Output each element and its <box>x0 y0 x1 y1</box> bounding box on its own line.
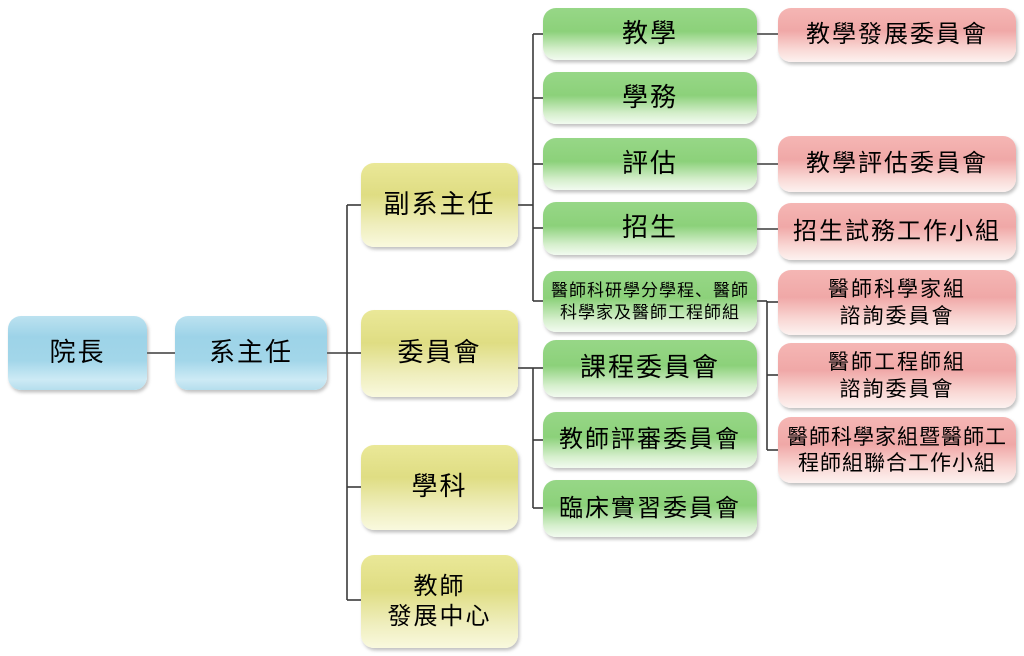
node-physician-engineer-line1: 醫師工程師組 <box>828 350 966 375</box>
node-physician-scientist-line2: 諮詢委員會 <box>839 303 955 328</box>
node-teaching-dev-committee: 教學發展委員會 <box>778 8 1016 62</box>
node-clinical-internship-label: 臨床實習委員會 <box>559 495 741 522</box>
node-physician-scientist-advisory: 醫師科學家組 諮詢委員會 <box>778 270 1016 335</box>
connector-group <box>147 33 778 601</box>
node-teacher-review-label: 教師評審委員會 <box>559 427 741 453</box>
node-admissions-label: 招生 <box>621 213 678 243</box>
node-physician-scientist-line1: 醫師科學家組 <box>828 277 966 302</box>
node-teaching-dev-committee-label: 教學發展委員會 <box>806 22 988 48</box>
node-committee-label: 委員會 <box>397 338 482 368</box>
node-curriculum-committee: 課程委員會 <box>543 340 757 397</box>
node-teacher-dev-center: 教師 發展中心 <box>361 555 518 648</box>
node-teaching-eval-committee-label: 教學評估委員會 <box>806 151 988 177</box>
node-joint-task-force: 醫師科學家組暨醫師工 程師組聯合工作小組 <box>778 417 1016 483</box>
node-vice-chair: 副系主任 <box>361 163 518 247</box>
node-discipline: 學科 <box>361 445 518 530</box>
node-committee: 委員會 <box>361 310 518 397</box>
node-physician-engineer-line2: 諮詢委員會 <box>839 376 955 401</box>
node-curriculum-committee-label: 課程委員會 <box>579 353 720 383</box>
node-student-affairs-label: 學務 <box>621 82 678 112</box>
node-discipline-label: 學科 <box>411 472 468 502</box>
node-chair: 系主任 <box>175 316 327 390</box>
node-joint-task-force-line2: 程師組聯合工作小組 <box>798 451 996 475</box>
node-md-program-group: 醫師科研學分學程、醫師 科學家及醫師工程師組 <box>543 271 757 332</box>
node-md-program-line2: 科學家及醫師工程師組 <box>560 302 740 322</box>
node-evaluation-label: 評估 <box>621 148 678 178</box>
node-md-program-line1: 醫師科研學分學程、醫師 <box>551 281 749 301</box>
node-clinical-internship-committee: 臨床實習委員會 <box>543 480 757 537</box>
node-admissions: 招生 <box>543 202 757 255</box>
node-admissions-task-force: 招生試務工作小組 <box>778 203 1016 260</box>
node-teaching-eval-committee: 教學評估委員會 <box>778 136 1016 192</box>
node-dean-label: 院長 <box>49 337 106 367</box>
node-chair-label: 系主任 <box>208 337 293 367</box>
node-teacher-dev-line2: 發展中心 <box>387 603 492 630</box>
node-teacher-dev-line1: 教師 <box>413 573 466 600</box>
node-dean: 院長 <box>8 316 147 390</box>
node-joint-task-force-line1: 醫師科學家組暨醫師工 <box>787 424 1007 449</box>
node-vice-chair-label: 副系主任 <box>383 189 496 219</box>
node-physician-engineer-advisory: 醫師工程師組 諮詢委員會 <box>778 343 1016 408</box>
node-teacher-review-committee: 教師評審委員會 <box>543 412 757 468</box>
node-teaching: 教學 <box>543 8 757 60</box>
node-teaching-label: 教學 <box>621 18 678 48</box>
node-evaluation: 評估 <box>543 138 757 190</box>
node-admissions-task-force-label: 招生試務工作小組 <box>793 218 1001 245</box>
node-student-affairs: 學務 <box>543 72 757 124</box>
